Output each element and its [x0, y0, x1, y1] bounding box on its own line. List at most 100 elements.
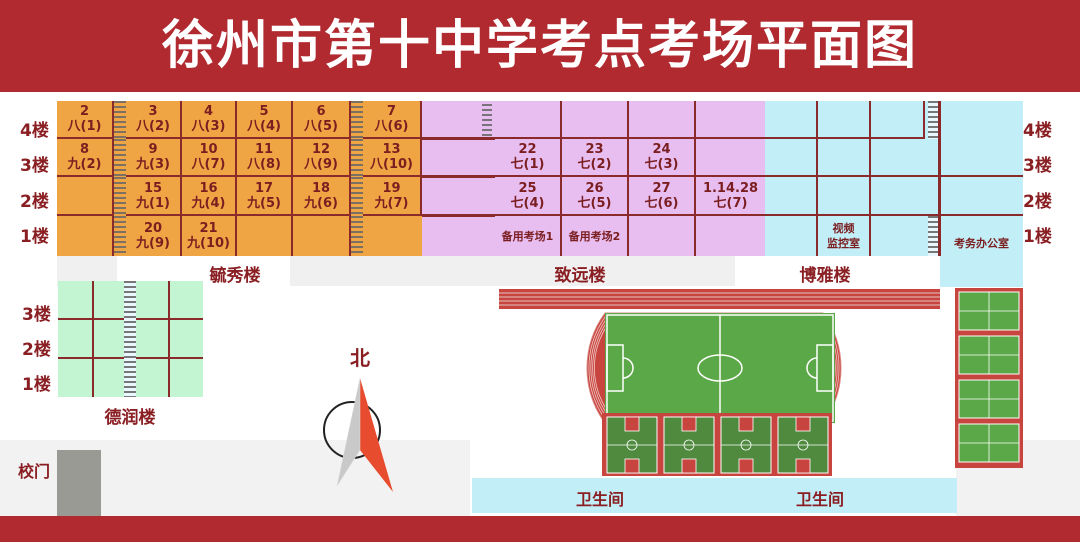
stairs	[351, 139, 363, 177]
wall	[92, 281, 94, 397]
stairs	[114, 177, 126, 216]
floor-label-2: 2楼	[20, 192, 49, 212]
room-empty	[818, 177, 871, 216]
room-empty	[871, 139, 940, 177]
tennis-courts	[955, 288, 1023, 468]
yuxiu-label: 毓秀楼	[209, 266, 261, 286]
stairs	[114, 139, 126, 177]
restroom-label-1: 卫生间	[575, 490, 624, 509]
stairs	[351, 101, 363, 139]
room-empty	[629, 216, 696, 256]
stairs	[114, 101, 126, 139]
derun-floor-1: 1楼	[22, 375, 51, 395]
room-empty	[765, 177, 818, 216]
room-empty	[363, 216, 422, 256]
room-empty	[765, 216, 818, 256]
boya-label: 博雅楼	[799, 266, 851, 286]
stairs	[482, 104, 492, 140]
exam-office: 考务办公室	[954, 237, 1009, 250]
room-empty	[237, 216, 293, 256]
derun-label: 德润楼	[104, 408, 156, 428]
room-empty	[940, 177, 1023, 216]
room-empty	[818, 139, 871, 177]
room-empty	[696, 101, 765, 139]
floor-label-1: 1楼	[20, 227, 49, 247]
derun-floor-3: 3楼	[22, 305, 51, 325]
derun-floor-2: 2楼	[22, 340, 51, 360]
wall	[168, 281, 170, 397]
room-empty	[940, 139, 1023, 177]
room-empty	[765, 101, 818, 139]
footer-bar	[0, 516, 1080, 542]
room-empty	[57, 177, 114, 216]
room-empty	[696, 139, 765, 177]
stairs	[351, 177, 363, 216]
floor-label-right-2: 2楼	[1023, 192, 1052, 212]
restroom-strip	[472, 478, 957, 513]
stairs	[928, 101, 938, 139]
title-banner	[0, 0, 1080, 92]
room-empty	[871, 177, 940, 216]
floor-label-right-1: 1楼	[1023, 227, 1052, 247]
school-gate	[57, 450, 101, 516]
restroom-label-2: 卫生间	[795, 490, 844, 509]
room-empty	[293, 216, 351, 256]
room-empty	[562, 101, 629, 139]
stairs	[114, 216, 126, 256]
room-empty	[57, 216, 114, 256]
wall	[422, 175, 495, 178]
wall	[422, 137, 495, 140]
room-empty	[629, 101, 696, 139]
wall	[938, 101, 941, 256]
compass-icon	[323, 377, 393, 492]
floor-label-right-4: 4楼	[1023, 121, 1052, 141]
page-title: 徐州市第十中学考点考场平面图	[161, 16, 918, 76]
monitor-room: 视频监控室	[818, 216, 871, 256]
floor-label-4: 4楼	[20, 121, 49, 141]
sports-field	[499, 289, 940, 476]
gate-label: 校门	[18, 462, 51, 481]
room-empty	[818, 101, 871, 139]
stairs	[124, 281, 136, 397]
room-empty	[696, 216, 765, 256]
zhiyuan-label: 致远楼	[554, 266, 606, 286]
stairs	[928, 216, 938, 256]
room-empty	[871, 216, 928, 256]
room-empty	[871, 101, 925, 139]
floor-label-3: 3楼	[20, 156, 49, 176]
stairs	[351, 216, 363, 256]
north-label: 北	[350, 346, 370, 370]
spare-room-1: 备用考场1	[495, 216, 562, 256]
floor-label-right-3: 3楼	[1023, 156, 1052, 176]
wall	[422, 214, 495, 217]
room-empty	[495, 101, 562, 139]
room-empty	[765, 139, 818, 177]
spare-room-2: 备用考场2	[562, 216, 629, 256]
